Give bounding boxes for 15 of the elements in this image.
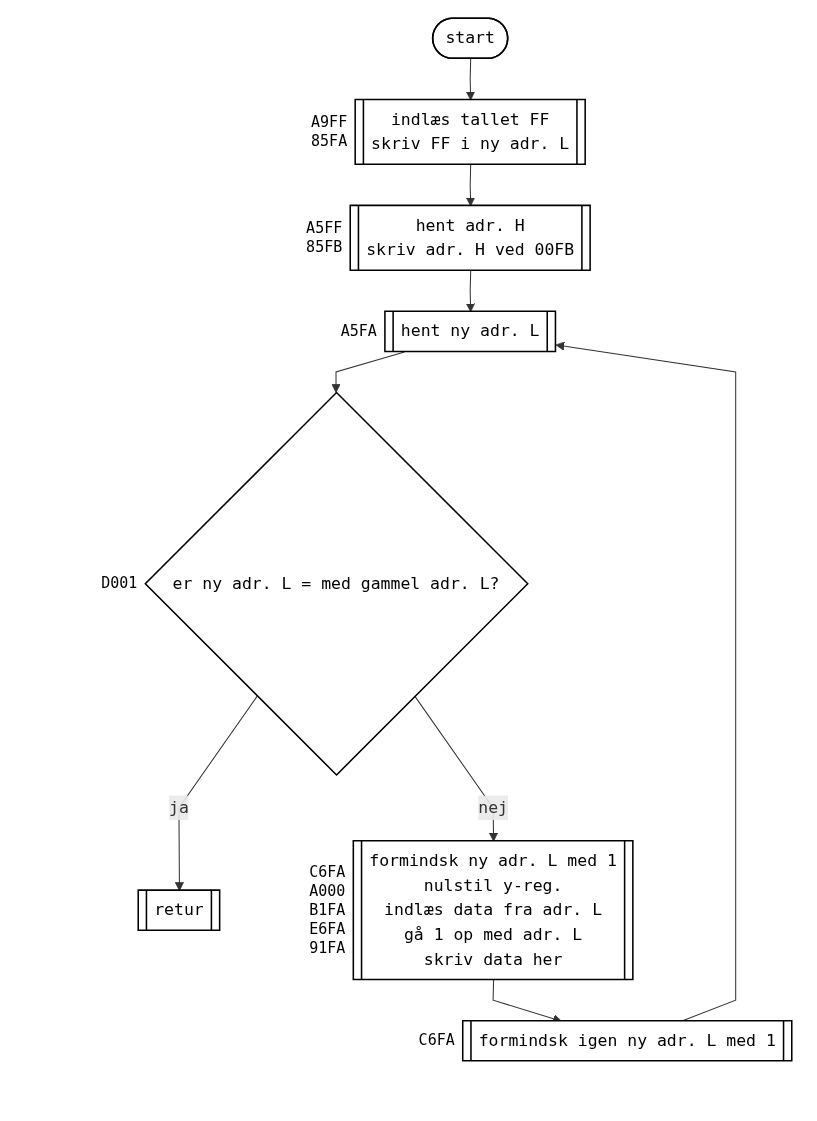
- opcode-label: B1FA: [309, 900, 346, 920]
- opcode-label: C6FA: [309, 862, 346, 882]
- edge-label: nej: [478, 797, 508, 818]
- opcode-label: A5FA: [340, 321, 377, 341]
- opcode-label: A9FF: [311, 112, 348, 132]
- opcode-label: 85FB: [306, 237, 343, 257]
- node-diamond: [144, 391, 529, 777]
- opcode-label: D001: [101, 574, 138, 594]
- edge-label: ja: [169, 797, 189, 818]
- opcode-label: C6FA: [418, 1031, 455, 1051]
- opcode-label: 85FA: [311, 131, 348, 151]
- opcode-label: A000: [309, 881, 346, 901]
- opcode-label: 91FA: [309, 938, 346, 958]
- opcode-label: E6FA: [309, 919, 346, 939]
- opcode-label: A5FF: [306, 218, 343, 238]
